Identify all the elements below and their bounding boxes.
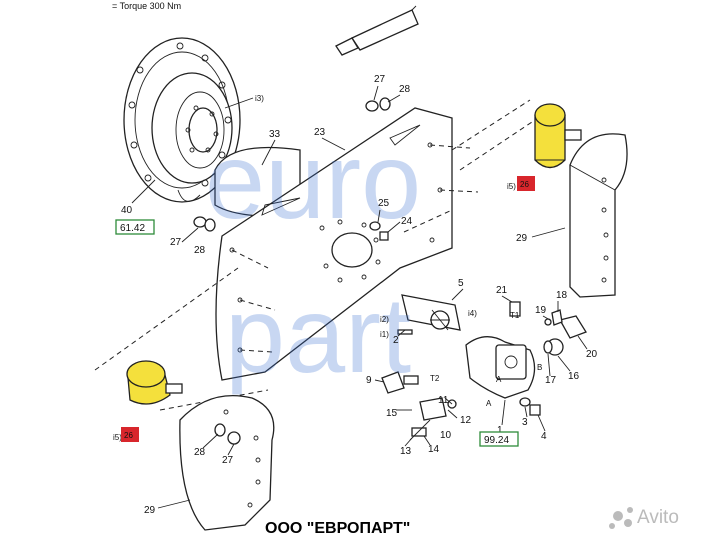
callout-27-top: 27 bbox=[374, 74, 386, 85]
flange-hub-drawing bbox=[123, 37, 241, 203]
callout-leaders bbox=[131, 85, 588, 509]
callout-12: 12 bbox=[460, 415, 472, 426]
motor-pump-assembly-drawing bbox=[397, 294, 536, 399]
callout-4: 4 bbox=[541, 431, 547, 442]
callout-27-left: 27 bbox=[170, 237, 182, 248]
callout-29-right: 29 bbox=[516, 233, 528, 244]
callout-numbers: 40 33 23 27 28 27 28 25 24 29 5 21 18 19… bbox=[113, 74, 598, 516]
company-name: ООО "ЕВРОПАРТ" bbox=[265, 520, 410, 537]
callout-14: 14 bbox=[428, 444, 440, 455]
green-ref-left: 61.42 bbox=[115, 219, 155, 235]
callout-3: 3 bbox=[522, 417, 528, 428]
svg-text:26: 26 bbox=[124, 431, 133, 440]
callout-40: 40 bbox=[121, 205, 133, 216]
callout-10: 10 bbox=[440, 430, 452, 441]
callout-28-left: 28 bbox=[194, 245, 206, 256]
small-fasteners-drawing bbox=[193, 97, 391, 445]
green-ref-bottom: 99.24 bbox=[479, 431, 519, 447]
label-T1: T1 bbox=[510, 311, 520, 320]
label-A-upper: A bbox=[496, 375, 502, 384]
avito-logo: Avito bbox=[609, 507, 679, 529]
right-bracket-29-drawing bbox=[569, 133, 628, 298]
callout-27-bottom: 27 bbox=[222, 455, 234, 466]
torque-note: = Torque 300 Nm bbox=[112, 1, 181, 11]
callout-13: 13 bbox=[400, 446, 412, 457]
label-i2: i2) bbox=[380, 315, 389, 324]
hose-fittings-drawing bbox=[381, 309, 587, 441]
watermark-line-2: part bbox=[225, 274, 411, 395]
callout-9: 9 bbox=[366, 375, 372, 386]
svg-text:99.24: 99.24 bbox=[484, 435, 509, 446]
callout-1: 1 bbox=[497, 425, 503, 436]
callout-15: 15 bbox=[386, 408, 398, 419]
svg-text:Avito: Avito bbox=[637, 507, 679, 528]
rubber-mount-left bbox=[126, 360, 183, 405]
label-i3: i3) bbox=[255, 94, 264, 103]
callout-24: 24 bbox=[401, 216, 413, 227]
svg-text:26: 26 bbox=[520, 180, 529, 189]
grease-tube-drawing bbox=[335, 5, 419, 56]
callout-23: 23 bbox=[314, 127, 326, 138]
label-B: B bbox=[537, 363, 542, 372]
callout-17: 17 bbox=[545, 375, 557, 386]
watermark-line-1: euro bbox=[205, 120, 421, 241]
callout-29-bottom: 29 bbox=[144, 505, 156, 516]
label-A-lower: A bbox=[486, 399, 492, 408]
label-i5-right: i5) bbox=[507, 182, 516, 191]
callout-21: 21 bbox=[496, 285, 508, 296]
callout-33: 33 bbox=[269, 129, 281, 140]
callout-28-bottom: 28 bbox=[194, 447, 206, 458]
rubber-mount-top-right bbox=[534, 103, 582, 169]
label-i4: i4) bbox=[468, 309, 477, 318]
label-i1: i1) bbox=[380, 330, 389, 339]
label-T2: T2 bbox=[430, 374, 440, 383]
svg-text:61.42: 61.42 bbox=[120, 223, 145, 234]
left-bracket-29-drawing bbox=[179, 395, 275, 531]
red-tag-top-right: 26 bbox=[517, 176, 535, 191]
main-plate-23-drawing bbox=[215, 107, 479, 381]
label-i5-left: i5) bbox=[113, 433, 122, 442]
callout-19: 19 bbox=[535, 305, 547, 316]
callout-18: 18 bbox=[556, 290, 568, 301]
callout-5: 5 bbox=[458, 278, 464, 289]
callout-2: 2 bbox=[393, 335, 399, 346]
callout-20: 20 bbox=[586, 349, 598, 360]
callout-25: 25 bbox=[378, 198, 390, 209]
red-tag-left: 26 bbox=[121, 427, 139, 442]
callout-16: 16 bbox=[568, 371, 580, 382]
callout-28-top: 28 bbox=[399, 84, 411, 95]
callout-11: 11 bbox=[438, 395, 449, 406]
